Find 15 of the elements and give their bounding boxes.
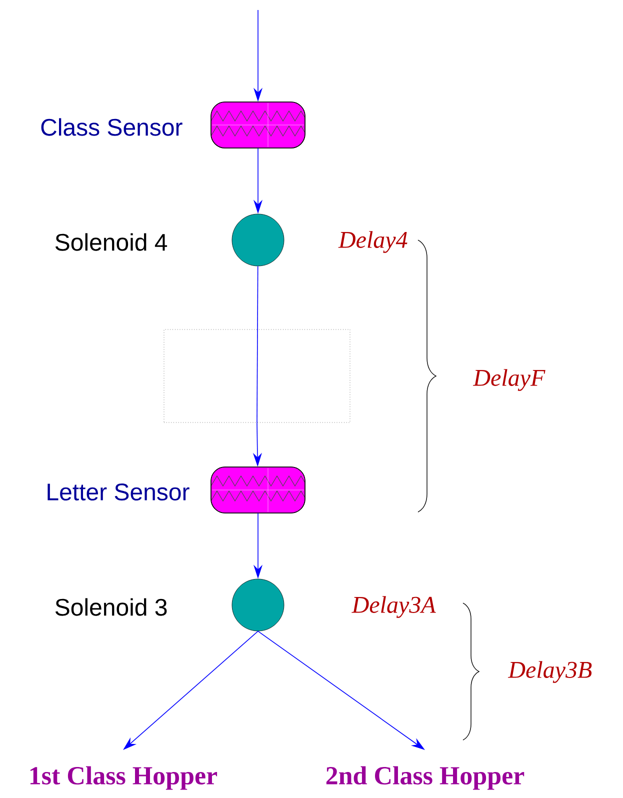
component-label: Solenoid 4: [55, 233, 168, 251]
sensor-box: [210, 102, 306, 148]
solenoid-circle: [232, 214, 284, 266]
delay-label: Delay4: [338, 231, 408, 253]
dotted-box: [164, 329, 350, 423]
delay-label: DelayF: [472, 369, 546, 391]
sensor-box: [210, 466, 306, 514]
delay-label: Delay3A: [352, 596, 436, 618]
hopper-label: 2nd Class Hopper: [326, 766, 524, 790]
component-label: Class Sensor: [41, 118, 182, 136]
component-label: Letter Sensor: [48, 484, 190, 500]
component-label: Solenoid 3: [55, 598, 167, 616]
delay-label: Delay3B: [508, 661, 592, 683]
hopper-label: 1st Class Hopper: [30, 766, 218, 790]
solenoid-circle: [232, 578, 284, 632]
